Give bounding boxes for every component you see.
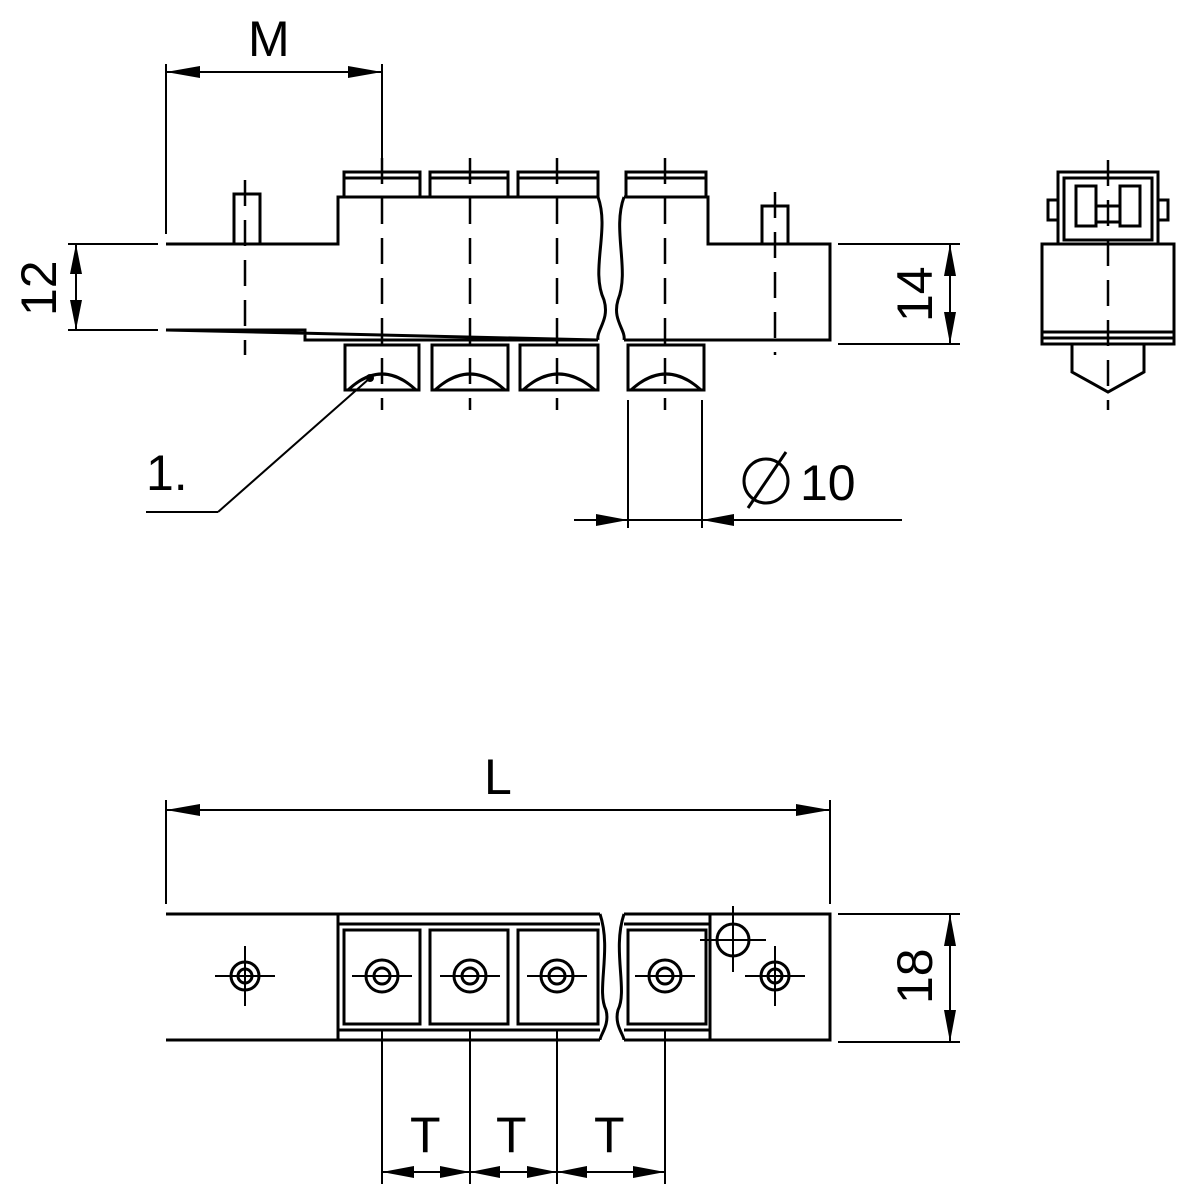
- top-view: L 18 T T T: [165, 749, 960, 1184]
- dimension-label-diameter: 10: [800, 455, 856, 511]
- dimension-label-l: L: [484, 749, 512, 805]
- terminal-hole-1: [352, 958, 412, 994]
- side-view: [1040, 160, 1176, 410]
- dimension-label-12: 12: [11, 260, 67, 316]
- front-view: 1. M 12 14 10: [11, 11, 960, 528]
- terminal-hole-2: [440, 958, 500, 994]
- diameter-icon: [742, 451, 790, 509]
- terminal-hole-3: [527, 958, 587, 994]
- screw-hole-left: [215, 946, 275, 1006]
- callout-label-1: 1.: [146, 445, 188, 501]
- dimension-label-t-3: T: [594, 1107, 625, 1163]
- dimension-label-t-1: T: [410, 1107, 441, 1163]
- dimension-label-18: 18: [887, 948, 943, 1004]
- terminal-hole-4: [635, 958, 695, 994]
- dimension-label-14: 14: [887, 266, 943, 322]
- dimension-label-t-2: T: [496, 1107, 527, 1163]
- reference-hole: [700, 906, 766, 972]
- screw-hole-right: [745, 946, 805, 1006]
- dimension-label-m: M: [248, 11, 290, 67]
